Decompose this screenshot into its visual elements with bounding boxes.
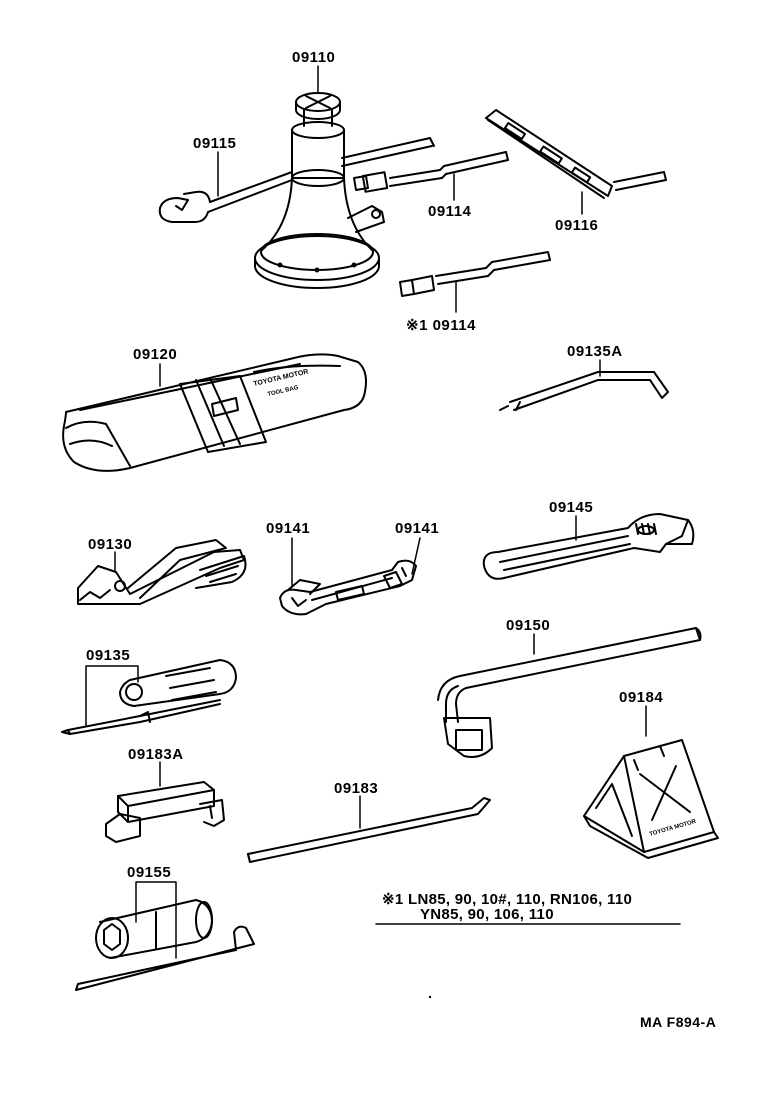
bag-text-line2: TOOL BAG [267,385,299,398]
label-bent-screwdriver: 09135A [567,343,623,360]
double-end-wrench [279,559,417,616]
label-handle-block: 09183A [128,746,184,763]
pliers [77,539,247,605]
jack [254,92,385,289]
wheel-wrench [437,627,702,758]
label-lever-bar: 09116 [555,217,599,234]
tool-bag [62,353,367,472]
handle-block [105,781,225,843]
label-adjustable-wrench: 09145 [549,499,594,516]
label-tire-lever: 09183 [334,780,379,797]
chock-text: TOYOTA MOTOR [649,819,698,838]
label-wheel-wrench: 09150 [506,617,551,634]
label-jack-handle-extension-alt: ※1 09114 [406,317,476,334]
label-jack-handle-hook: 09115 [193,135,237,152]
screwdriver [61,659,237,735]
applicability-note-line1: ※1 LN85, 90, 10#, 110, RN106, 110 [382,891,633,908]
label-jack-handle-extension: 09114 [428,203,472,220]
label-wrench-right: 09141 [395,520,440,537]
label-tool-bag: 09120 [133,346,178,363]
plug-wrench [75,899,255,991]
figure-code: MA F894-A [640,1014,717,1030]
jack-handle-extension-alt [399,251,551,297]
applicability-note-line2: YN85, 90, 106, 110 [420,906,554,923]
adjustable-wrench [482,513,695,580]
label-wrench-left: 09141 [266,520,311,537]
label-jack: 09110 [292,49,336,66]
jack-handle-hook [158,137,435,223]
label-plug-wrench: 09155 [127,864,172,881]
bent-screwdriver [499,371,669,411]
wheel-chock [583,739,719,859]
label-pliers: 09130 [88,536,133,553]
tire-lever [247,797,491,863]
label-wheel-chock: 09184 [619,689,664,706]
lever-bar [485,109,667,199]
jack-handle-extension [353,151,509,193]
label-screwdriver: 09135 [86,647,131,664]
